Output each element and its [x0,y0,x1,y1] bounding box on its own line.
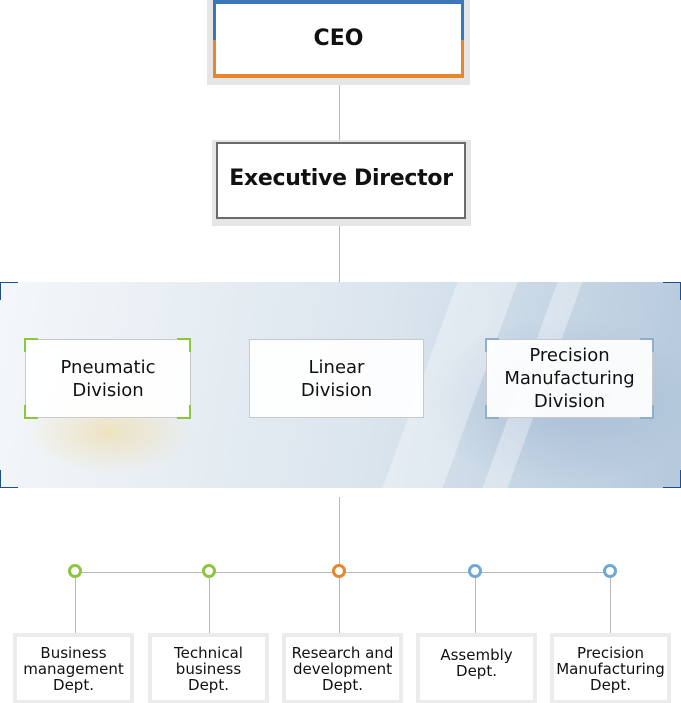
bracket-tl [485,338,499,352]
node-orange [332,564,346,578]
band-corner-tr [663,282,681,300]
dept-line: Dept. [590,675,631,694]
division-precision-manufacturing: Precision Manufacturing Division [486,339,653,418]
division-line: Pneumatic [60,356,156,378]
dept-line: Dept. [322,675,363,694]
dept-line: Dept. [188,675,229,694]
band-corner-br [663,470,681,488]
division-line: Division [533,391,606,412]
connector-dept [339,578,340,634]
dept-line: business [175,659,242,678]
dept-business-management: Business management Dept. [17,637,130,700]
bracket-tr [177,338,191,352]
division-line: Precision [529,345,610,366]
division-linear: Linear Division [249,339,424,418]
bracket-bl [485,405,499,419]
ceo-box: CEO [213,0,464,78]
dept-assembly: Assembly Dept. [420,637,533,700]
dept-line: Dept. [53,675,94,694]
connector-ceo-exec [339,85,340,142]
connector-dept [610,578,611,634]
band-corner-bl [0,470,18,488]
node-green [202,564,216,578]
connector-divisions-depts [339,497,340,565]
division-line: Linear [308,356,365,378]
executive-director-label: Executive Director [229,166,453,191]
ceo-box-orange-border [213,40,464,78]
connector-dept [475,578,476,634]
dept-line: Manufacturing [556,659,665,678]
connector-dept [75,578,76,634]
node-blue [603,564,617,578]
dept-line: Assembly [440,646,513,664]
ceo-label: CEO [313,26,364,51]
dept-research-development: Research and development Dept. [286,637,399,700]
division-line: Manufacturing [504,368,635,389]
dept-line: Technical [174,643,243,662]
node-green [68,564,82,578]
bracket-tl [24,338,38,352]
dept-precision-manufacturing: Precision Manufacturing Dept. [554,637,667,700]
connector-exec-divisions [339,226,340,282]
bracket-br [177,405,191,419]
band-corner-tl [0,282,18,300]
executive-director-box: Executive Director [216,142,466,219]
division-line: Division [300,379,373,401]
division-line: Division [72,379,144,401]
dept-technical-business: Technical business Dept. [152,637,265,700]
division-pneumatic: Pneumatic Division [25,339,191,418]
dept-line: Research and [291,643,394,662]
dept-line: development [293,659,392,678]
dept-line: management [23,659,124,678]
bracket-br [640,405,654,419]
dept-line: Dept. [456,662,497,680]
node-blue [468,564,482,578]
dept-line: Business [40,643,107,662]
dept-line: Precision [577,643,644,662]
bracket-bl [24,405,38,419]
connector-dept [209,578,210,634]
bracket-tr [640,338,654,352]
